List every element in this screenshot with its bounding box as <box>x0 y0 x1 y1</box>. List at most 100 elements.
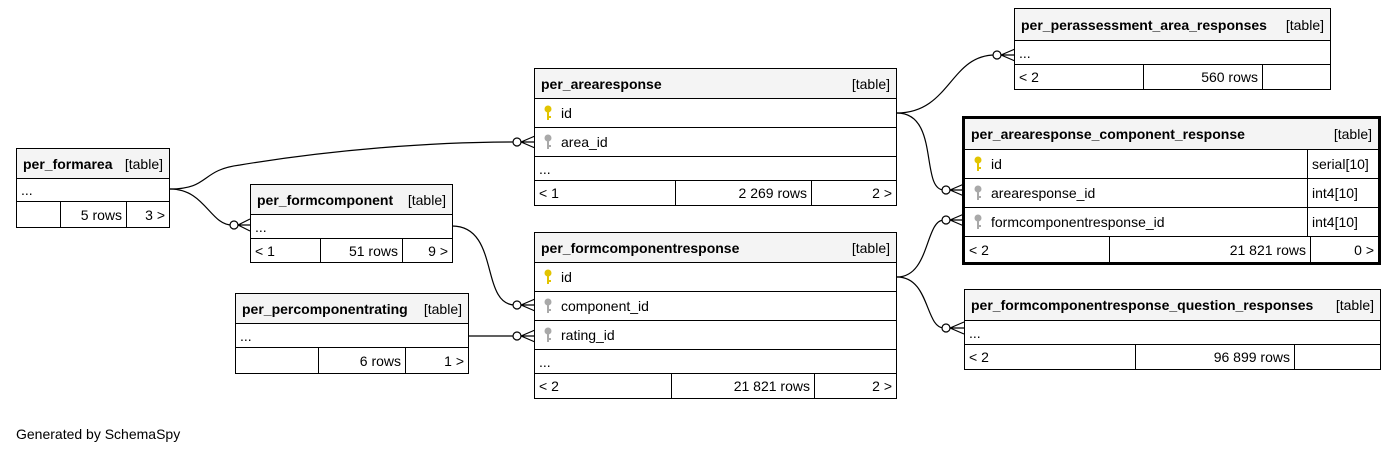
foreign-key-icon <box>971 214 985 230</box>
parents-count: < 2 <box>535 374 672 398</box>
generated-by-credit: Generated by SchemaSpy <box>16 426 181 442</box>
ellipsis-row: ... <box>965 320 1380 344</box>
parents-count: < 1 <box>251 239 321 262</box>
row-count: 21 821 rows <box>672 374 815 398</box>
children-count <box>1263 65 1330 89</box>
edge-arearesponse-perassessment <box>896 54 996 114</box>
table-name: per_formcomponent <box>257 191 394 208</box>
table-name: per_arearesponse <box>541 75 662 92</box>
children-count: 9 > <box>428 242 448 259</box>
column-name: formcomponentresponse_id <box>991 214 1165 230</box>
children-count: 2 > <box>872 378 892 394</box>
children-count: 0 > <box>1354 241 1374 258</box>
table-header: per_formcomponentresponse_question_respo… <box>965 290 1380 320</box>
table-kind: [table] <box>1333 126 1372 142</box>
column-type: int4[10] <box>1307 179 1378 207</box>
column-name: area_id <box>561 134 608 150</box>
table-header: per_perassessment_area_responses [table] <box>1015 9 1330 40</box>
row-count: 96 899 rows <box>1136 345 1295 369</box>
foreign-key-icon <box>541 298 555 314</box>
edge-fcr-arcr <box>896 219 945 278</box>
table-per-formarea[interactable]: per_formarea [table] ... 5 rows 3 > <box>16 148 170 228</box>
row-count: 51 rows <box>321 239 403 262</box>
parents-count: < 1 <box>535 181 676 205</box>
foreign-key-icon <box>541 134 555 150</box>
column-type: int4[10] <box>1307 208 1378 236</box>
table-name: per_formcomponentresponse_question_respo… <box>971 297 1314 313</box>
children-count <box>1295 345 1380 369</box>
column-row[interactable]: id <box>535 262 896 291</box>
table-footer: < 1 2 269 rows 2 > <box>535 180 896 205</box>
column-row[interactable]: id <box>535 98 896 127</box>
table-per-arearesponse[interactable]: per_arearesponse [table] id area_id ... … <box>534 68 897 206</box>
column-type: serial[10] <box>1307 150 1378 178</box>
column-name: id <box>561 269 572 285</box>
table-header: per_arearesponse_component_response [tab… <box>965 119 1378 149</box>
table-name: per_percomponentrating <box>242 300 408 317</box>
table-footer: 5 rows 3 > <box>17 201 169 227</box>
row-count: 6 rows <box>319 348 406 373</box>
table-name: per_perassessment_area_responses <box>1021 16 1267 33</box>
table-header: per_formcomponent [table] <box>251 185 452 214</box>
column-row[interactable]: component_id <box>535 291 896 320</box>
table-name: per_formarea <box>23 155 113 172</box>
edge-arearesponse-arcr <box>896 112 945 191</box>
edge-formcomponent-fcr <box>451 225 516 306</box>
column-name: component_id <box>561 298 649 314</box>
row-count: 560 rows <box>1144 65 1263 89</box>
table-kind: [table] <box>124 155 163 172</box>
table-kind: [table] <box>1335 297 1374 313</box>
ellipsis-row: ... <box>535 156 896 180</box>
table-header: per_formarea [table] <box>17 149 169 178</box>
ellipsis-row: ... <box>251 214 452 238</box>
column-row[interactable]: formcomponentresponse_id int4[10] <box>965 207 1378 236</box>
column-row[interactable]: rating_id <box>535 320 896 349</box>
table-footer: 6 rows 1 > <box>236 347 468 373</box>
table-per-perassessment-area-responses[interactable]: per_perassessment_area_responses [table]… <box>1014 8 1331 90</box>
table-per-formcomponent[interactable]: per_formcomponent [table] ... < 1 51 row… <box>250 184 453 263</box>
table-name: per_arearesponse_component_response <box>971 126 1245 142</box>
row-count: 21 821 rows <box>1110 237 1311 262</box>
table-header: per_formcomponentresponse [table] <box>535 233 896 262</box>
parents-count: < 2 <box>1015 65 1144 89</box>
ellipsis-row: ... <box>1015 40 1330 64</box>
column-name: id <box>561 105 572 121</box>
row-count: 5 rows <box>61 202 127 227</box>
table-kind: [table] <box>851 75 890 92</box>
column-row[interactable]: arearesponse_id int4[10] <box>965 178 1378 207</box>
table-per-formcomponentresponse[interactable]: per_formcomponentresponse [table] id com… <box>534 232 897 399</box>
edge-fcr-questions <box>896 276 945 329</box>
table-footer: < 2 21 821 rows 2 > <box>535 373 896 398</box>
parents-count <box>17 202 61 227</box>
foreign-key-icon <box>971 185 985 201</box>
children-count: 2 > <box>872 185 892 201</box>
table-kind: [table] <box>423 300 462 317</box>
column-row[interactable]: id serial[10] <box>965 149 1378 178</box>
children-count: 3 > <box>145 206 165 223</box>
parents-count: < 2 <box>965 237 1110 262</box>
row-count: 2 269 rows <box>676 181 812 205</box>
table-footer: < 2 21 821 rows 0 > <box>965 236 1378 262</box>
table-footer: < 2 560 rows <box>1015 64 1330 89</box>
foreign-key-icon <box>541 327 555 343</box>
table-per-arearesponse-component-response[interactable]: per_arearesponse_component_response [tab… <box>962 116 1381 265</box>
edge-formarea-formcomponent <box>169 188 233 226</box>
primary-key-icon <box>971 156 985 172</box>
ellipsis-row: ... <box>535 349 896 373</box>
primary-key-icon <box>541 105 555 121</box>
column-name: id <box>991 156 1002 172</box>
table-kind: [table] <box>851 239 890 256</box>
table-per-percomponentrating[interactable]: per_percomponentrating [table] ... 6 row… <box>235 293 469 374</box>
edge-markers <box>229 50 1002 341</box>
parents-count <box>236 348 319 373</box>
column-name: arearesponse_id <box>991 185 1096 201</box>
column-row[interactable]: area_id <box>535 127 896 156</box>
table-kind: [table] <box>407 191 446 208</box>
table-name: per_formcomponentresponse <box>541 239 740 256</box>
table-header: per_percomponentrating [table] <box>236 294 468 323</box>
ellipsis-row: ... <box>236 323 468 347</box>
edge-formarea-arearesponse <box>169 141 516 190</box>
table-per-formcomponentresponse-question-responses[interactable]: per_formcomponentresponse_question_respo… <box>964 289 1381 370</box>
table-kind: [table] <box>1285 16 1324 33</box>
